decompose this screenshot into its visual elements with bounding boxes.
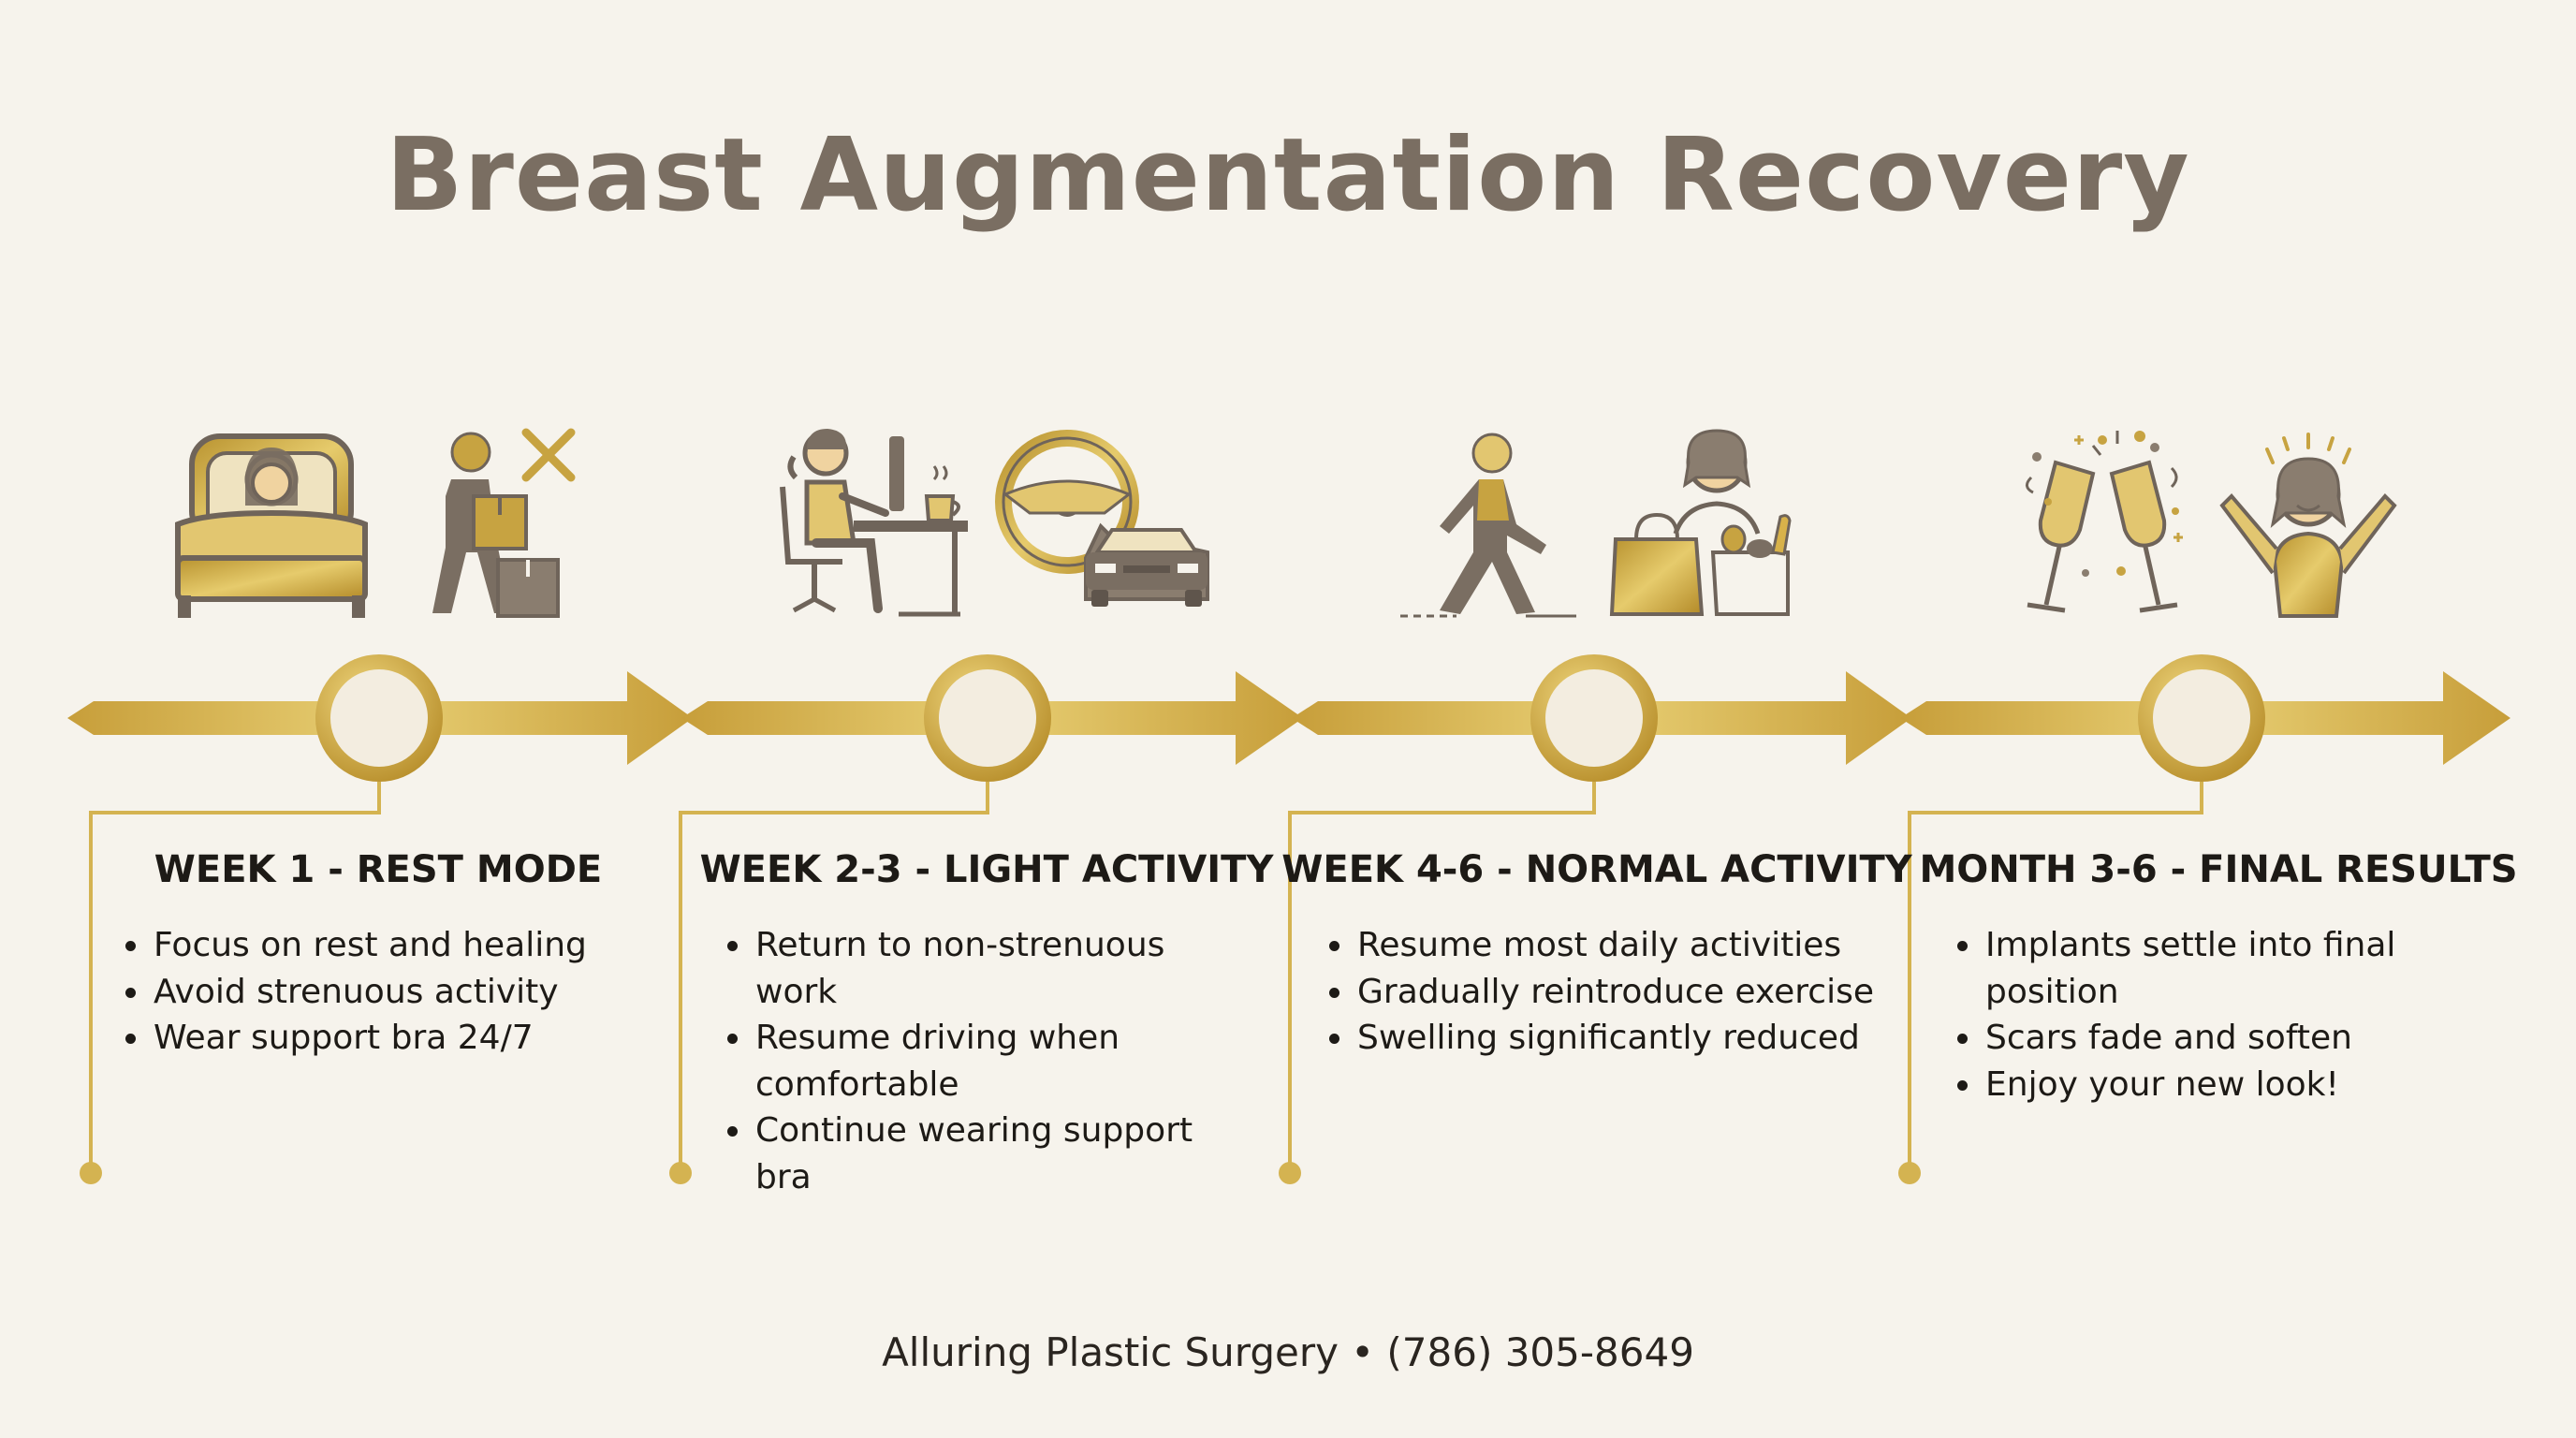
walking-person-icon [1400,433,1576,618]
stage-4-bullet: Enjoy your new look! [1983,1062,2470,1108]
stage-3-heading: WEEK 4-6 - NORMAL ACTIVITY [1281,848,1912,891]
grocery-shopping-icon [1609,429,1792,616]
milestone-circle-4 [2138,654,2265,782]
bed-rest-icon [175,433,368,618]
milestone-circle-1 [315,654,443,782]
connector-2 [679,782,989,1170]
stage-2-bullets: Return to non-strenuous work Resume driv… [714,922,1240,1200]
connector-dot-2 [669,1162,692,1184]
no-lifting-boxes-icon [432,428,576,618]
connector-4 [1908,782,2203,1170]
desk-work-icon [780,429,968,617]
page-title: Breast Augmentation Recovery [386,117,2190,234]
driving-steering-wheel-car-icon [995,430,1209,607]
connector-3 [1288,782,1596,1170]
milestone-circle-2 [924,654,1051,782]
stage-2-bullet: Continue wearing support bra [754,1108,1240,1200]
milestone-circle-3 [1530,654,1658,782]
connector-lines [89,782,2203,1170]
stage-3-bullets: Resume most daily activities Gradually r… [1316,922,1880,1062]
connector-dot-1 [80,1162,102,1184]
stage-4-bullet: Scars fade and soften [1983,1015,2470,1062]
stage-3-bullet: Gradually reintroduce exercise [1355,969,1880,1016]
stage-1-bullet: Avoid strenuous activity [152,969,638,1016]
stage-1-bullet: Focus on rest and healing [152,922,638,969]
footer-contact: Alluring Plastic Surgery • (786) 305-864… [882,1329,1694,1375]
connector-1 [89,782,381,1170]
stage-2-bullet: Resume driving when comfortable [754,1015,1240,1108]
stage-4-bullet: Implants settle into final position [1983,922,2470,1015]
stage-4-heading: MONTH 3-6 - FINAL RESULTS [1919,848,2518,891]
stage-3-bullet: Swelling significantly reduced [1355,1015,1880,1062]
stage-1-heading: WEEK 1 - REST MODE [154,848,603,891]
connector-dot-4 [1898,1162,1921,1184]
stage-1-bullets: Focus on rest and healing Avoid strenuou… [112,922,638,1062]
stage-4-bullets: Implants settle into final position Scar… [1944,922,2470,1108]
stage-2-bullet: Return to non-strenuous work [754,922,1240,1015]
connector-dot-3 [1279,1162,1301,1184]
celebrating-woman-icon [2219,433,2397,618]
stage-1-bullet: Wear support bra 24/7 [152,1015,638,1062]
stage-3-bullet: Resume most daily activities [1355,922,1880,969]
stage-2-heading: WEEK 2-3 - LIGHT ACTIVITY [699,848,1274,891]
champagne-toast-icon [2026,431,2183,613]
